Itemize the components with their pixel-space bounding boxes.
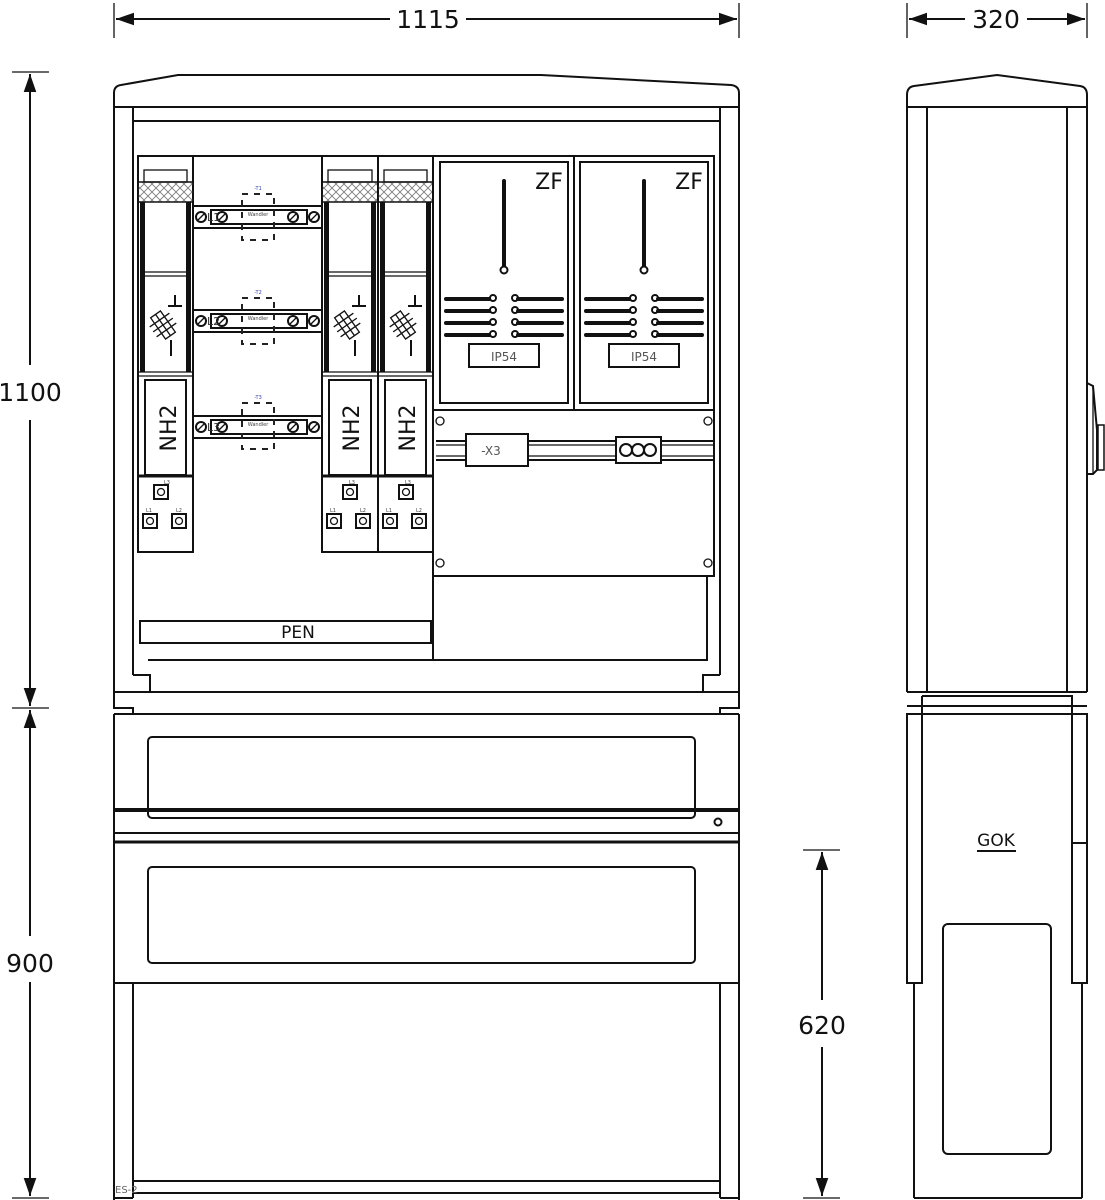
dimension-height-upper: 1100 xyxy=(0,71,62,709)
terminal-block-label: -X3 xyxy=(481,444,501,458)
ct-name: Wandler xyxy=(248,422,269,428)
side-cutout xyxy=(942,923,1052,1155)
ct-tag: -T3 xyxy=(254,395,262,401)
ventilation-slots-icon xyxy=(584,294,704,338)
fuse-symbol-icon xyxy=(389,295,422,356)
side-view: GOK xyxy=(906,73,1105,1199)
ventilation-slots-icon xyxy=(444,294,564,338)
meter-field-1[interactable]: ZF IP54 xyxy=(439,161,569,404)
fuse-symbol-icon xyxy=(149,295,182,356)
pen-busbar[interactable]: PEN xyxy=(139,620,432,644)
ct-name: Wandler xyxy=(248,316,269,322)
svg-text:L2: L2 xyxy=(176,508,182,514)
svg-text:L1: L1 xyxy=(146,508,152,514)
current-transformer-l1[interactable]: -T1 Wandler L1 xyxy=(192,186,323,241)
din-rail-panel[interactable]: -X3 xyxy=(432,409,715,577)
svg-text:L3: L3 xyxy=(164,480,170,486)
dimension-label-width: 1115 xyxy=(396,5,460,34)
ct-phase: L1 xyxy=(207,211,220,224)
fuse-label: NH2 xyxy=(396,405,421,452)
dimension-burial-depth: 620 xyxy=(798,849,846,1199)
fuse-switch-disconnector-3[interactable]: NH2 L3 L1 L2 xyxy=(377,155,434,553)
dimension-width-front: 1115 xyxy=(113,3,740,38)
dimension-height-base: 900 xyxy=(6,710,54,1199)
svg-text:L1: L1 xyxy=(386,508,392,514)
ct-phase: L3 xyxy=(207,421,220,434)
ground-level-label: GOK xyxy=(977,831,1016,851)
dimension-label-burial-depth: 620 xyxy=(798,1011,846,1040)
front-enclosure xyxy=(113,74,740,714)
current-transformer-l2[interactable]: -T2 Wandler L2 xyxy=(192,290,323,345)
fuse-label: NH2 xyxy=(157,405,182,452)
dimension-label-height-base: 900 xyxy=(6,949,54,978)
meter-field-label: ZF xyxy=(675,170,703,195)
lock-icon[interactable] xyxy=(713,817,723,827)
door-handle-icon[interactable] xyxy=(1086,382,1105,475)
ct-name: Wandler xyxy=(248,212,269,218)
lower-compartment xyxy=(432,575,708,661)
dimension-label-height-upper: 1100 xyxy=(0,378,62,407)
fuse-switch-disconnector-1[interactable]: NH2 L3 L1 L2 xyxy=(137,155,194,553)
ground-level-marker: GOK xyxy=(977,831,1016,852)
ct-phase: L2 xyxy=(207,315,220,328)
fuse-switch-disconnector-2[interactable]: NH2 L3 L1 L2 xyxy=(321,155,379,553)
current-transformer-l3[interactable]: -T3 Wandler L3 xyxy=(192,395,323,450)
dimension-label-depth: 320 xyxy=(972,5,1020,34)
terminal-clamps-icon: L3 L1 L2 xyxy=(326,480,371,529)
ip-rating-label: IP54 xyxy=(491,350,517,364)
base-window-lower xyxy=(147,866,696,964)
ip-rating-label: IP54 xyxy=(631,350,657,364)
meter-area: ZF IP54 ZF xyxy=(432,155,715,661)
svg-text:L1: L1 xyxy=(330,508,336,514)
terminal-clamps-icon: L3 L1 L2 xyxy=(142,480,187,529)
fuse-label: NH2 xyxy=(340,405,365,452)
front-base: ES-2 xyxy=(113,713,740,1200)
fuse-symbol-icon xyxy=(333,295,366,356)
svg-text:L2: L2 xyxy=(416,508,422,514)
svg-text:L3: L3 xyxy=(349,480,355,486)
ct-tag: -T2 xyxy=(254,290,262,296)
svg-text:L2: L2 xyxy=(360,508,366,514)
drawing-code: ES-2 xyxy=(115,1185,138,1196)
terminal-clamps-icon: L3 L1 L2 xyxy=(382,480,427,529)
terminal-connector-icon xyxy=(615,436,662,464)
dimension-depth-side: 320 xyxy=(906,3,1088,38)
meter-field-2[interactable]: ZF IP54 xyxy=(579,161,709,404)
fuse-area: NH2 L3 L1 L2 xyxy=(137,155,434,661)
meter-field-label: ZF xyxy=(535,170,563,195)
ct-tag: -T1 xyxy=(254,186,262,192)
svg-text:L3: L3 xyxy=(405,480,411,486)
base-window-upper xyxy=(147,736,696,819)
terminal-block-x3[interactable]: -X3 xyxy=(465,433,529,467)
pen-label: PEN xyxy=(281,623,315,643)
